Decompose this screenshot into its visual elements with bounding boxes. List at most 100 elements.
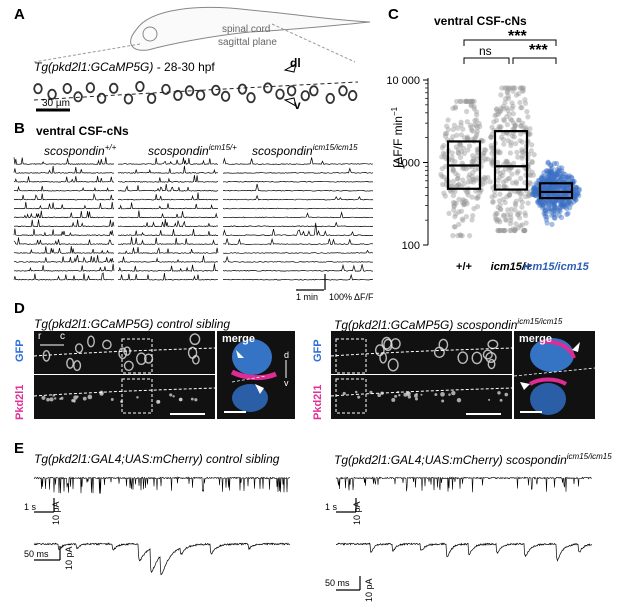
pkd-puncta — [441, 399, 445, 403]
data-point — [459, 200, 466, 206]
data-point — [573, 184, 579, 190]
data-point — [529, 158, 535, 165]
data-point — [566, 199, 572, 205]
data-point — [545, 186, 552, 193]
data-point — [543, 211, 549, 217]
data-point — [551, 193, 557, 199]
data-point — [556, 178, 562, 184]
data-point — [504, 122, 510, 128]
data-point — [507, 192, 513, 198]
merge-arrowhead — [520, 382, 530, 390]
scale-1s-left: 1 s — [24, 502, 37, 512]
data-point — [518, 190, 525, 196]
data-point — [522, 227, 528, 234]
data-point — [505, 93, 511, 99]
gfp-cell — [66, 357, 75, 369]
data-point — [553, 171, 559, 177]
data-point — [488, 134, 494, 140]
data-point — [508, 142, 514, 148]
data-point — [462, 98, 468, 104]
data-point — [455, 233, 461, 239]
pkd-puncta — [49, 397, 54, 402]
data-point — [565, 200, 571, 206]
data-point — [461, 165, 467, 172]
data-point — [568, 174, 574, 180]
data-point — [504, 114, 510, 120]
data-point — [531, 186, 537, 192]
data-point — [572, 192, 578, 199]
pkd-puncta — [405, 391, 411, 397]
data-point — [502, 166, 508, 172]
calcium-trace — [13, 263, 115, 272]
calcium-trace — [222, 194, 374, 201]
data-point — [442, 151, 448, 157]
data-point — [514, 170, 520, 176]
box-iqr — [538, 182, 574, 200]
data-point — [545, 192, 551, 199]
csf-cn-cell — [195, 89, 206, 101]
data-point — [535, 198, 542, 204]
data-point — [452, 200, 458, 206]
data-point — [515, 154, 521, 160]
data-point — [473, 109, 480, 115]
canal-dashed-line — [330, 387, 513, 397]
data-point — [471, 156, 477, 162]
csf-cn-cell — [309, 85, 319, 97]
data-point — [474, 131, 480, 137]
zoom-line-left — [33, 43, 141, 63]
data-point — [466, 172, 473, 178]
data-point — [454, 176, 461, 182]
data-point — [496, 150, 502, 156]
data-point — [520, 87, 526, 93]
data-point — [495, 227, 501, 234]
data-point — [497, 219, 503, 225]
data-point — [545, 185, 551, 192]
data-point — [515, 225, 521, 231]
calcium-trace — [13, 219, 115, 228]
gfp-cell — [74, 343, 84, 354]
data-point — [509, 100, 515, 106]
data-point — [439, 144, 445, 151]
data-point — [468, 103, 474, 109]
data-point — [521, 227, 527, 234]
gfp-cell — [42, 350, 51, 362]
ephys-trace-long — [335, 476, 592, 493]
data-point — [541, 184, 548, 190]
data-point — [451, 203, 457, 209]
data-point — [552, 183, 559, 189]
data-point — [520, 149, 526, 155]
calcium-trace — [222, 249, 374, 254]
pkd-puncta — [398, 394, 401, 397]
data-point — [510, 103, 516, 109]
gfp-cell — [187, 346, 198, 359]
data-point — [465, 192, 471, 198]
data-point — [515, 211, 521, 217]
data-point — [573, 192, 580, 198]
sig-short: *** — [529, 42, 548, 59]
merge-arrowhead — [572, 342, 580, 352]
data-point — [460, 126, 466, 132]
pkd-puncta — [497, 391, 501, 395]
data-point — [496, 183, 502, 189]
pkd-puncta — [87, 394, 93, 400]
data-point — [509, 133, 516, 139]
pkd-puncta — [60, 396, 64, 400]
data-point — [557, 174, 563, 180]
data-point — [513, 198, 519, 204]
data-point — [460, 197, 466, 203]
gfp-cell — [387, 358, 399, 372]
data-point — [542, 200, 548, 207]
data-point — [548, 192, 554, 198]
data-point — [534, 182, 540, 188]
data-point — [512, 122, 519, 128]
data-point — [561, 186, 567, 192]
data-point — [566, 174, 572, 180]
data-point — [498, 206, 504, 212]
data-point — [449, 154, 455, 160]
data-point — [574, 184, 580, 191]
data-point — [452, 104, 458, 110]
scale-df: 100% ΔF/F — [329, 292, 374, 302]
data-point — [458, 98, 464, 104]
data-point — [458, 142, 464, 148]
data-point — [456, 221, 462, 227]
